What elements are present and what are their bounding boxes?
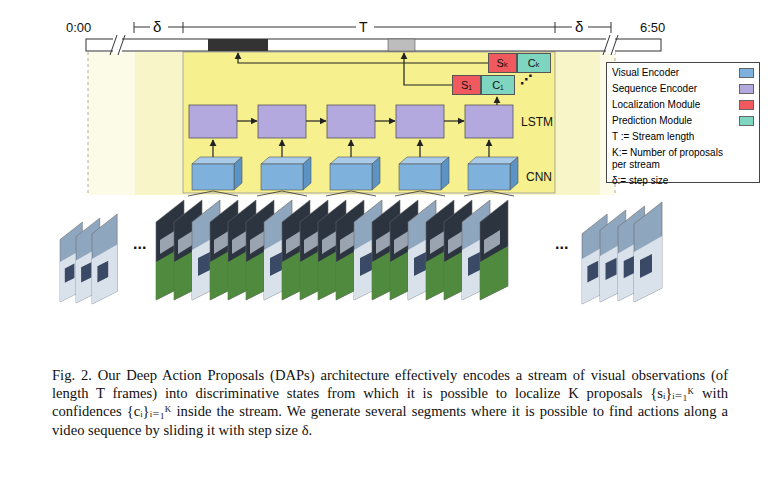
legend-swatch xyxy=(739,100,754,110)
ellipsis-mark: ... xyxy=(133,235,146,253)
legend-text: Prediction Module xyxy=(612,115,736,127)
legend-swatch xyxy=(739,116,754,126)
window-region xyxy=(183,52,555,193)
legend-swatch xyxy=(739,68,754,78)
time-label: 6:50 xyxy=(640,20,665,35)
legend-row: K:= Number of proposals per stream xyxy=(612,147,754,171)
legend-text: δ:= step size xyxy=(612,175,736,187)
ellipsis-mark: ⋰ xyxy=(520,72,533,87)
lstm-cell xyxy=(189,105,513,138)
legend-row: Prediction Module xyxy=(612,115,754,127)
stream-region xyxy=(135,52,600,195)
proposal-text: S₁ xyxy=(461,79,472,91)
legend-swatch xyxy=(739,84,754,94)
encoder-arrow xyxy=(213,97,497,157)
legend-text: Sequence Encoder xyxy=(612,83,736,95)
proposal-box: Cₖ xyxy=(517,53,551,73)
timeline-bar xyxy=(86,39,661,51)
break-mark xyxy=(118,35,125,55)
dimension-label: δ xyxy=(153,18,161,35)
proposal-text: Cₖ xyxy=(528,57,541,70)
time-label: 0:00 xyxy=(66,20,91,35)
dimension-label: T xyxy=(359,19,368,35)
legend-row: Localization Module xyxy=(612,99,754,111)
break-mark xyxy=(611,35,618,55)
proposal-segment xyxy=(388,39,415,51)
legend-box: Visual EncoderSequence EncoderLocalizati… xyxy=(606,62,760,183)
break-gap xyxy=(113,36,122,54)
layer-label: CNN xyxy=(526,170,552,184)
legend-text: Localization Module xyxy=(612,99,736,111)
proposal-box: Sₖ xyxy=(488,53,517,73)
recurrent-arrow xyxy=(237,120,464,121)
break-mark xyxy=(603,35,610,55)
proposal-text: Sₖ xyxy=(496,57,508,70)
legend-row: Visual Encoder xyxy=(612,67,754,79)
ellipsis-mark: ... xyxy=(555,235,568,253)
figure-caption: Fig. 2. Our Deep Action Proposals (DAPs)… xyxy=(52,366,728,439)
proposal-box: S₁ xyxy=(452,75,481,95)
frame-connector xyxy=(188,191,514,196)
stream-region xyxy=(88,52,615,195)
break-gap xyxy=(606,36,615,54)
break-mark xyxy=(110,35,117,55)
dimension-label: δ xyxy=(575,18,583,35)
dashed-guide xyxy=(88,52,89,195)
dimension-bracket xyxy=(134,22,611,33)
legend-text: T := Stream length xyxy=(612,131,736,143)
proposal-leader xyxy=(238,53,488,85)
proposal-segment xyxy=(208,39,268,51)
legend-row: Sequence Encoder xyxy=(612,83,754,95)
legend-text: K:= Number of proposals per stream xyxy=(612,147,736,171)
legend-row: δ:= step size xyxy=(612,175,754,187)
layer-label: LSTM xyxy=(521,115,553,129)
proposal-box: C₁ xyxy=(481,75,515,95)
cnn-block xyxy=(192,157,518,190)
proposal-text: C₁ xyxy=(492,79,504,91)
legend-row: T := Stream length xyxy=(612,131,754,143)
legend-text: Visual Encoder xyxy=(612,67,736,79)
video-frames xyxy=(60,200,662,304)
